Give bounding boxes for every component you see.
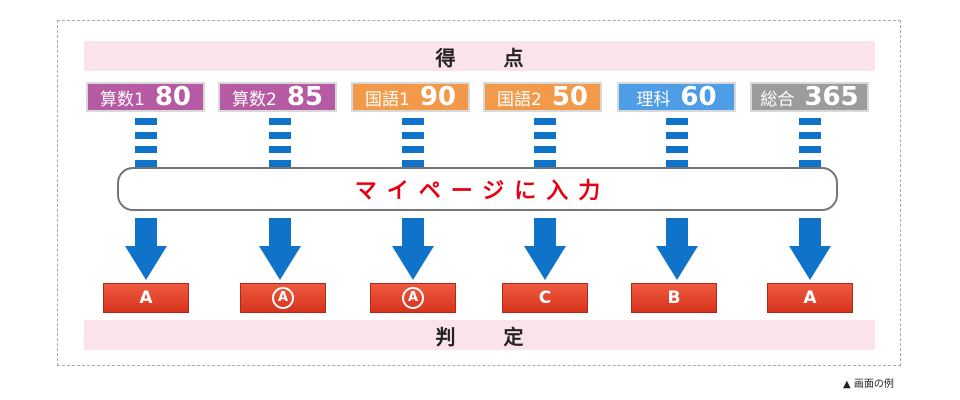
- score-subject: 国語1: [364, 89, 410, 110]
- score-box-japanese2: 国語2 50: [483, 82, 602, 112]
- arrow-dash: [799, 146, 821, 153]
- diagram-frame: [57, 20, 901, 366]
- arrow-dash: [402, 118, 424, 125]
- score-subject: 算数2: [231, 89, 277, 110]
- grade-label: A: [139, 288, 153, 308]
- arrow-shaft: [799, 218, 821, 248]
- score-value: 50: [551, 82, 588, 112]
- arrow-shaft: [534, 218, 556, 248]
- arrow-dash: [534, 132, 556, 139]
- arrow-dash: [666, 146, 688, 153]
- grade-label: B: [667, 288, 681, 308]
- arrow-head-icon: [259, 246, 301, 280]
- grade-box: C: [502, 283, 588, 313]
- grade-label: A: [272, 287, 294, 309]
- arrow-dash: [666, 118, 688, 125]
- grade-label: C: [538, 288, 552, 308]
- score-subject: 算数1: [99, 89, 145, 110]
- score-box-math2: 算数2 85: [218, 82, 337, 112]
- score-value: 90: [419, 82, 456, 112]
- down-arrow: [392, 118, 434, 282]
- arrow-dash: [666, 132, 688, 139]
- grade-label: A: [402, 287, 424, 309]
- arrow-shaft: [402, 218, 424, 248]
- arrow-dash: [402, 160, 424, 167]
- arrow-shaft: [135, 218, 157, 248]
- grade-box: A: [103, 283, 189, 313]
- grade-box: A: [370, 283, 456, 313]
- grade-box: A: [767, 283, 853, 313]
- arrow-dash: [269, 160, 291, 167]
- arrow-dash: [799, 132, 821, 139]
- score-value: 60: [680, 82, 717, 112]
- arrow-dash: [534, 146, 556, 153]
- arrow-head-icon: [656, 246, 698, 280]
- down-arrow: [125, 118, 167, 282]
- arrow-dash: [135, 132, 157, 139]
- arrow-dash: [402, 132, 424, 139]
- score-subject: 理科: [636, 89, 671, 110]
- grade-box: B: [631, 283, 717, 313]
- arrow-dash: [799, 118, 821, 125]
- arrow-dash: [135, 118, 157, 125]
- arrow-head-icon: [524, 246, 566, 280]
- down-arrow: [656, 118, 698, 282]
- score-value: 85: [286, 82, 323, 112]
- arrow-dash: [135, 146, 157, 153]
- arrow-dash: [269, 132, 291, 139]
- score-box-total: 総合 365: [750, 82, 869, 112]
- arrow-dash: [135, 160, 157, 167]
- caption: ▲ 画面の例: [843, 379, 894, 390]
- grade-label: A: [803, 288, 817, 308]
- arrow-head-icon: [125, 246, 167, 280]
- arrow-dash: [269, 146, 291, 153]
- grade-box: A: [240, 283, 326, 313]
- down-arrow: [789, 118, 831, 282]
- score-value: 80: [154, 82, 191, 112]
- arrow-head-icon: [392, 246, 434, 280]
- mypage-input-box: マイページに入力: [117, 167, 838, 211]
- arrow-dash: [799, 160, 821, 167]
- arrow-shaft: [269, 218, 291, 248]
- score-subject: 総合: [760, 89, 795, 110]
- score-header: 得 点: [84, 41, 875, 71]
- score-box-science: 理科 60: [617, 82, 736, 112]
- arrow-dash: [402, 146, 424, 153]
- arrow-dash: [666, 160, 688, 167]
- down-arrow: [259, 118, 301, 282]
- arrow-dash: [534, 160, 556, 167]
- score-subject: 国語2: [496, 89, 542, 110]
- arrow-shaft: [666, 218, 688, 248]
- down-arrow: [524, 118, 566, 282]
- arrow-dash: [534, 118, 556, 125]
- score-box-japanese1: 国語1 90: [351, 82, 470, 112]
- score-box-math1: 算数1 80: [86, 82, 205, 112]
- arrow-dash: [269, 118, 291, 125]
- score-value: 365: [804, 82, 859, 112]
- arrow-head-icon: [789, 246, 831, 280]
- judgement-footer: 判 定: [84, 320, 875, 350]
